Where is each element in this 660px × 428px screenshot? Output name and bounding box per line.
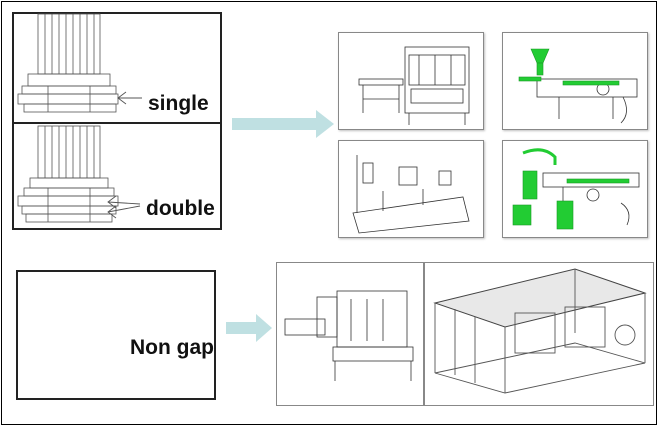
nongap-box <box>16 270 216 400</box>
double-seal-sketch <box>17 125 119 223</box>
single-label: single <box>148 92 209 115</box>
machine-panel-4 <box>502 140 648 238</box>
top-flow-arrow <box>232 110 334 138</box>
machine-panel-2 <box>502 32 648 130</box>
machine-line-drawing-3 <box>352 155 470 234</box>
single-double-box <box>12 12 222 230</box>
machine-line-drawing-1 <box>358 46 470 125</box>
machine-line-drawing-5 <box>284 290 414 381</box>
bottom-flow-arrow <box>226 314 272 342</box>
nongap-label: Non gap <box>130 336 214 359</box>
single-pointer-arrow <box>117 91 142 105</box>
machine-panel-5 <box>276 262 424 406</box>
filler-drawing-2 <box>518 48 638 124</box>
machine-panel-6 <box>424 262 654 406</box>
filler-drawing-4 <box>512 148 640 230</box>
single-seal-sketch <box>17 13 119 113</box>
divider-line <box>14 122 220 124</box>
machine-panel-3 <box>338 140 484 238</box>
double-pointer-arrows <box>107 195 141 219</box>
machine-panel-1 <box>338 32 484 130</box>
machine-3d-drawing-6 <box>433 268 647 394</box>
double-label: double <box>146 197 215 220</box>
